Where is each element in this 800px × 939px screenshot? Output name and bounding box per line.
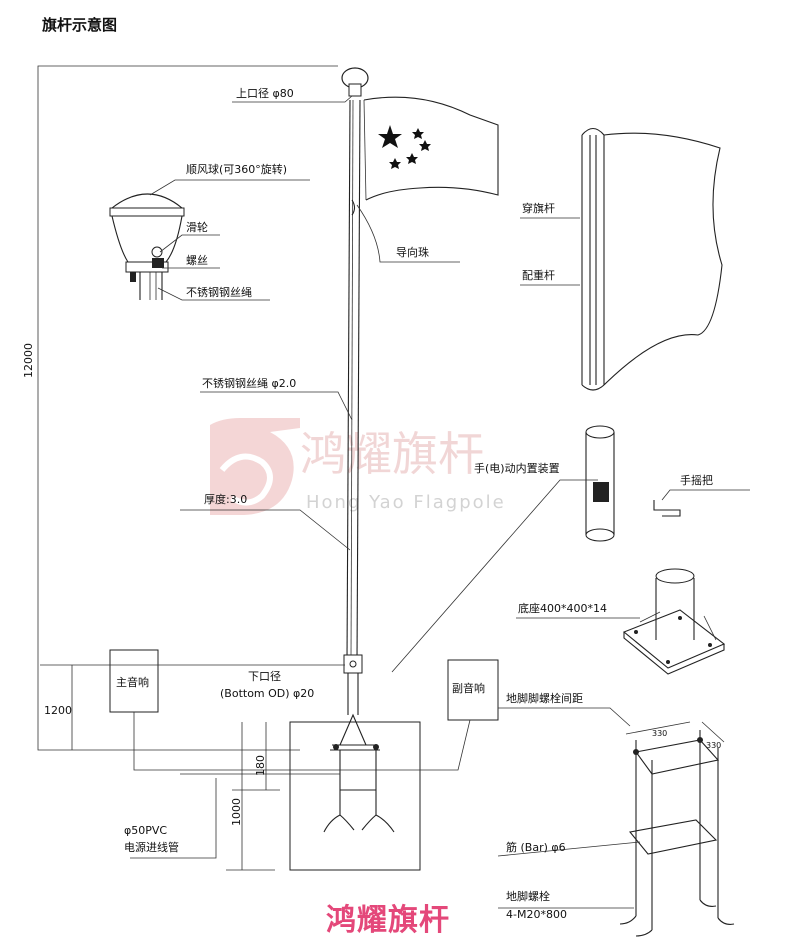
steel-rope-small-label: 不锈钢钢丝绳 xyxy=(186,285,252,299)
through-rod-label: 穿旗杆 xyxy=(522,201,555,215)
total-height-value: 12000 xyxy=(22,343,35,378)
sub-speaker: 副音响 xyxy=(447,659,499,721)
base-plate-detail: 底座400*400*14 xyxy=(516,568,726,675)
screw-label: 螺丝 xyxy=(186,254,208,267)
svg-text:(Bottom OD) φ20: (Bottom OD) φ20 xyxy=(220,687,314,700)
rod-detail: 穿旗杆 配重杆 xyxy=(520,127,723,391)
anchor-cage-detail: 330 330 地脚脚螺栓间距 筋 (Bar) φ6 地脚螺栓 4-M20*80… xyxy=(497,691,735,937)
watermark: 鸿耀旗杆 Hong Yao Flagpole xyxy=(210,418,506,515)
hand-crank-label: 手摇把 xyxy=(680,473,713,487)
main-speaker-label: 主音响 xyxy=(116,675,149,689)
svg-text:导向珠: 导向珠 xyxy=(396,245,429,259)
counterweight-label: 配重杆 xyxy=(522,268,555,282)
svg-text:φ50PVC: φ50PVC xyxy=(124,824,167,837)
flag xyxy=(363,96,499,201)
bottom-diameter-label: 下口径 (Bottom OD) φ20 xyxy=(220,670,314,700)
svg-text:上口径 φ80: 上口径 φ80 xyxy=(236,87,294,100)
top-diameter-label: 上口径 φ80 xyxy=(232,87,353,103)
svg-text:下口径: 下口径 xyxy=(248,670,281,683)
main-speaker: 主音响 xyxy=(109,649,159,713)
watermark-logo xyxy=(210,418,300,515)
depth-dimensions: 180 1000 xyxy=(226,722,280,871)
svg-text:电源进线管: 电源进线管 xyxy=(124,840,179,854)
anchor-spacing-a: 330 xyxy=(652,729,667,738)
svg-text:不锈钢钢丝绳 φ2.0: 不锈钢钢丝绳 φ2.0 xyxy=(202,376,296,390)
pulley-label: 滑轮 xyxy=(186,220,208,234)
watermark-english: Hong Yao Flagpole xyxy=(306,492,506,513)
total-height-dimension: 12000 xyxy=(22,65,338,751)
flagpole xyxy=(330,67,380,751)
base-plate-label: 底座400*400*14 xyxy=(518,601,607,615)
watermark-chinese: 鸿耀旗杆 xyxy=(300,427,484,481)
flag-star-icon xyxy=(378,125,402,148)
speaker-height-value: 1200 xyxy=(44,704,72,717)
built-in-device-label: 手(电)动内置装置 xyxy=(474,461,560,475)
bar-label: 筋 (Bar) φ6 xyxy=(506,840,566,854)
anchor-bolt-label-2: 4-M20*800 xyxy=(506,908,567,921)
svg-text:厚度:3.0: 厚度:3.0 xyxy=(204,492,247,506)
cable-lines xyxy=(133,712,471,775)
steel-rope-label: 不锈钢钢丝绳 φ2.0 xyxy=(200,376,353,421)
anchor-spacing-label: 地脚脚螺栓间距 xyxy=(506,691,583,705)
wind-ball-label: 顺风球(可360°旋转) xyxy=(186,162,287,176)
base-depth-value: 1000 xyxy=(230,798,243,826)
sub-speaker-label: 副音响 xyxy=(452,681,485,695)
guide-bead-label: 导向珠 xyxy=(351,199,460,263)
anchor-bolt-label-1: 地脚螺栓 xyxy=(506,889,550,903)
thickness-label: 厚度:3.0 xyxy=(180,492,351,551)
diagram-title: 旗杆示意图 xyxy=(42,16,117,34)
built-in-device-detail: 手(电)动内置装置 手摇把 xyxy=(391,425,750,673)
base-top-value: 180 xyxy=(254,755,267,776)
wind-ball-detail: 顺风球(可360°旋转) 滑轮 螺丝 不锈钢钢丝绳 xyxy=(109,162,310,301)
concrete-base xyxy=(289,721,421,871)
brand-logo: 鸿耀旗杆 xyxy=(326,903,450,938)
speaker-height-dimension: 1200 xyxy=(40,664,345,750)
pvc-label: φ50PVC 电源进线管 xyxy=(124,778,217,859)
anchor-spacing-b: 330 xyxy=(706,741,721,750)
